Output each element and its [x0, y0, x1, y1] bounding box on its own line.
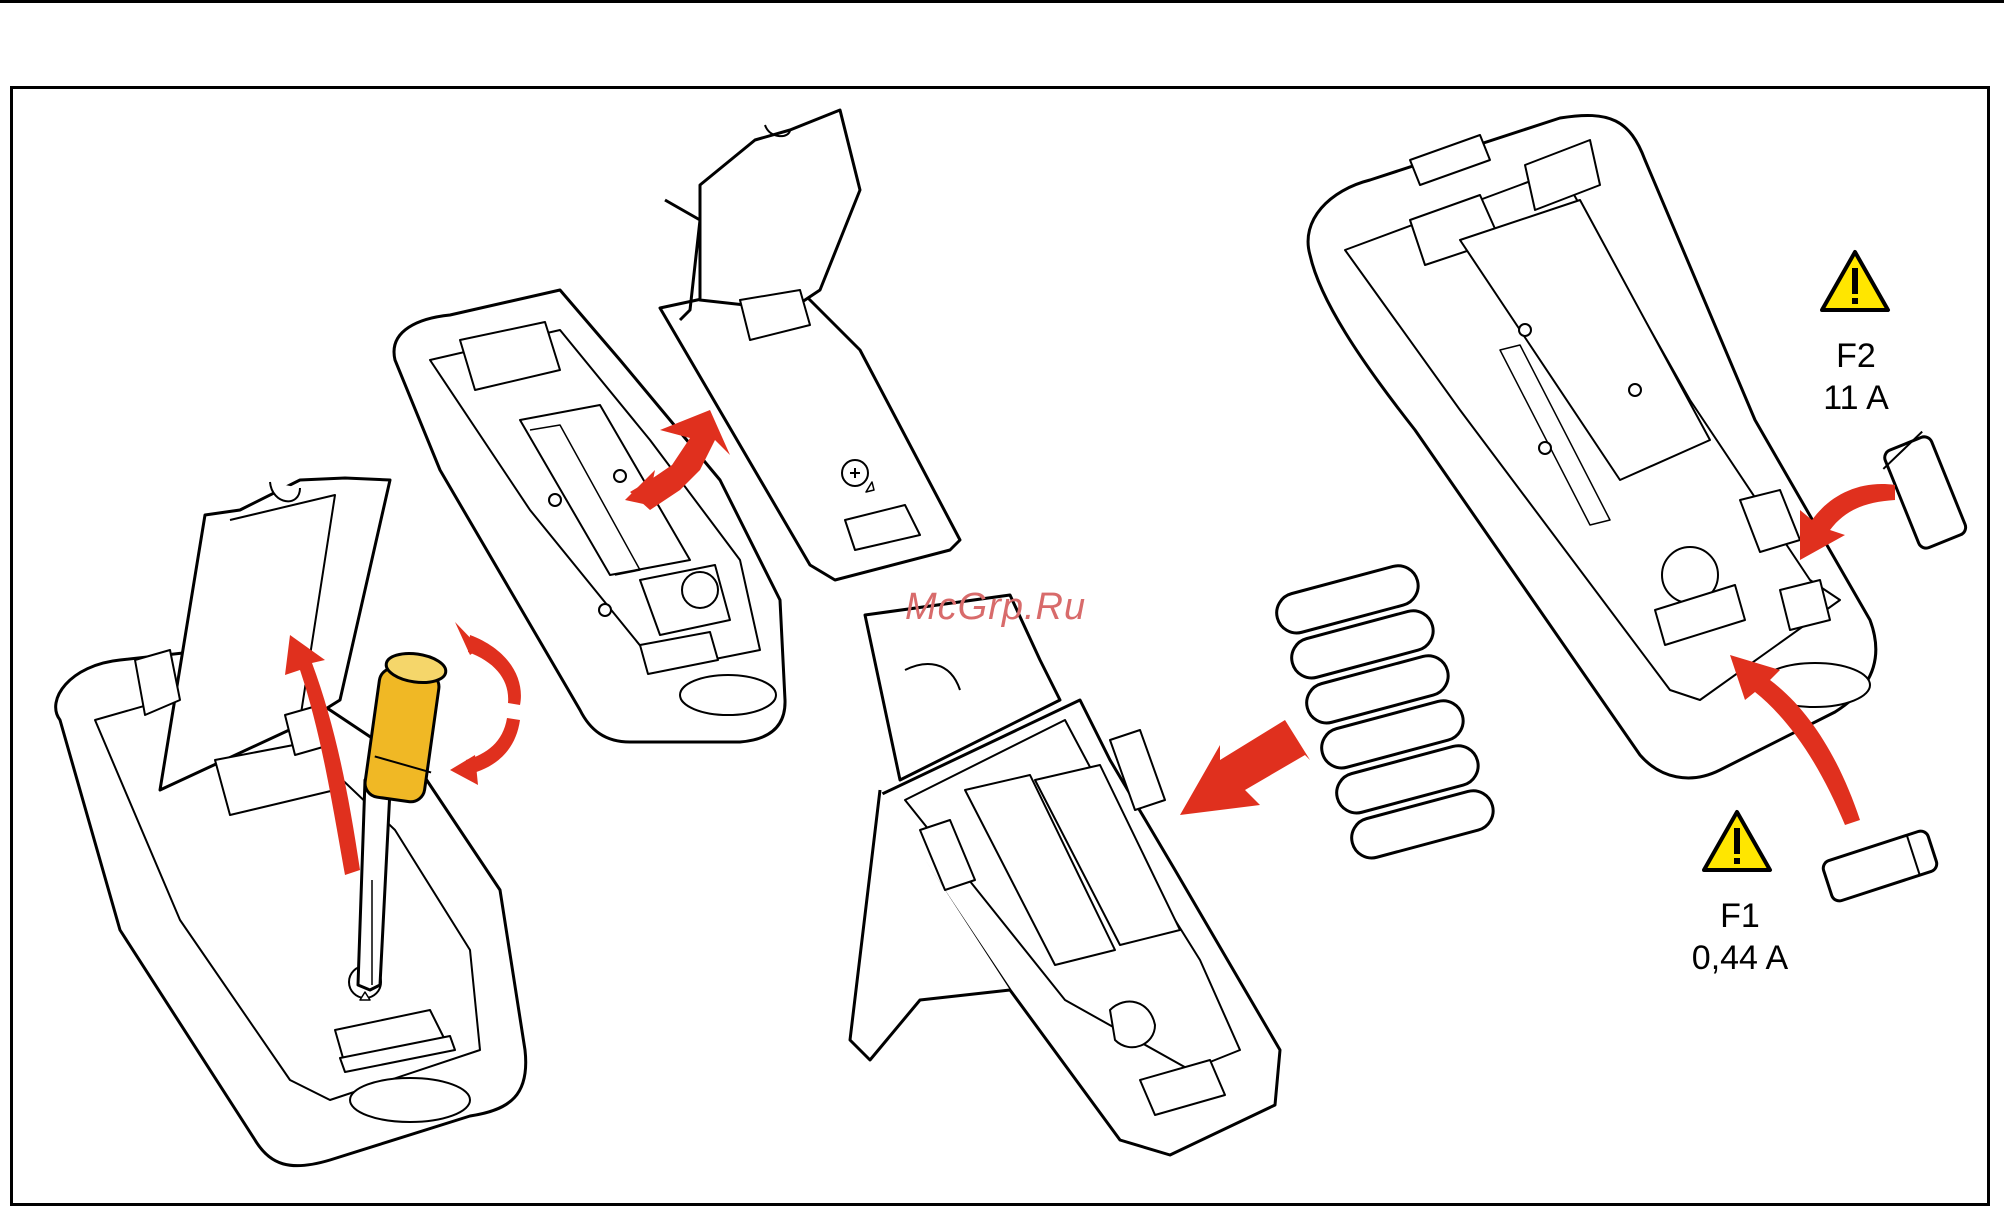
arrow-rotate-screw: [450, 622, 521, 785]
fuse-f1: [1821, 829, 1939, 903]
fuse-f1-rating: 0,44 A: [1670, 937, 1810, 979]
batteries: [1272, 561, 1497, 862]
meter-battery-compartment: [850, 595, 1280, 1155]
fuse-f1-label: F1 0,44 A: [1670, 895, 1810, 979]
arrow-insert-batteries: [1180, 720, 1310, 815]
fuse-f1-name: F1: [1670, 895, 1810, 937]
arrow-install-f2: [1800, 484, 1895, 560]
warning-triangle-f1: [1704, 812, 1770, 870]
warning-triangle-f2: [1822, 252, 1888, 310]
fuse-f2-label: F2 11 A: [1806, 335, 1906, 419]
meter-with-stand-open: [56, 478, 526, 1166]
watermark: McGrp.Ru: [905, 586, 1086, 629]
fuse-f2-rating: 11 A: [1806, 377, 1906, 419]
fuse-f2-name: F2: [1806, 335, 1906, 377]
